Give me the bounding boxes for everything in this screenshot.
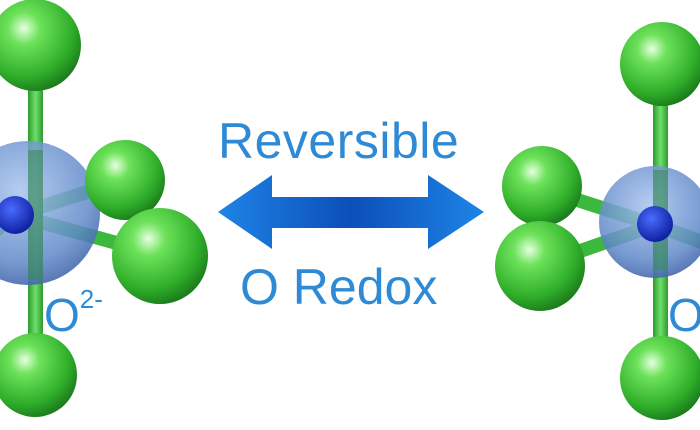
left-molecule xyxy=(0,0,208,417)
o-redox-label: O Redox xyxy=(240,259,438,315)
ion-charge: 2- xyxy=(79,284,103,314)
ligand-atom-left xyxy=(495,221,585,311)
ligand-atom-bottom xyxy=(0,333,77,417)
double-arrow-icon xyxy=(218,175,484,249)
oxygen-ion-sphere xyxy=(0,141,100,285)
ligand-atom-right xyxy=(112,208,208,304)
oxide-ion-label-right: O xyxy=(668,289,700,341)
oxide-ion-label-left: O2- xyxy=(44,284,103,342)
ligand-atom-upper-left xyxy=(502,146,582,226)
reversible-label: Reversible xyxy=(218,113,460,169)
ligand-atom-bottom xyxy=(620,336,700,420)
center-atom xyxy=(637,206,673,242)
center-atom xyxy=(0,196,34,234)
ligand-atom-top xyxy=(0,0,81,91)
ligand-atom-upper-right xyxy=(85,140,165,220)
ion-symbol: O xyxy=(44,289,80,341)
ligand-atom-top xyxy=(620,22,700,106)
right-molecule xyxy=(495,22,700,420)
